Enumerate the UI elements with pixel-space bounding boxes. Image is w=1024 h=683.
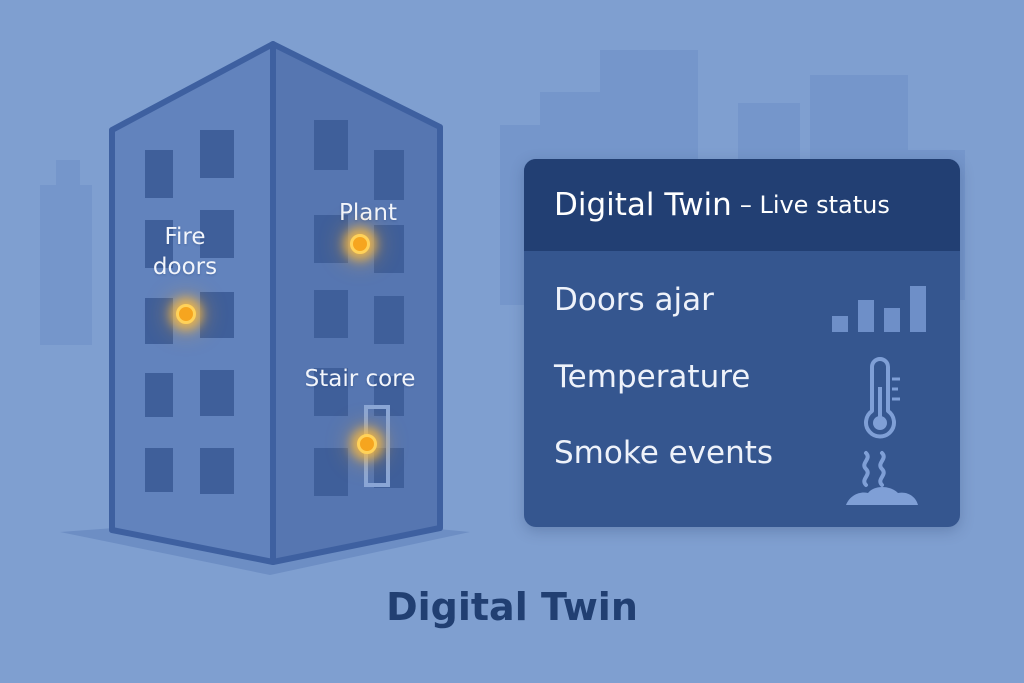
left-windows — [145, 130, 234, 494]
row-doors-ajar: Doors ajar — [554, 282, 714, 318]
label-fire-doors: Fire doors — [152, 224, 218, 280]
label-stair-core: Stair core — [304, 366, 416, 392]
building-right-face — [270, 41, 443, 565]
panel-title: Digital Twin — [554, 187, 732, 223]
bar-chart-icon — [832, 286, 926, 332]
sensor-plant — [350, 234, 370, 254]
sensor-fire-doors — [176, 304, 196, 324]
smoke-icon — [846, 451, 918, 505]
caption: Digital Twin — [386, 585, 638, 629]
panel-header: Digital Twin – Live status — [524, 159, 960, 251]
building-left-face — [109, 41, 276, 565]
row-temperature: Temperature — [554, 359, 751, 395]
sensor-stair-core — [357, 434, 377, 454]
live-status-panel: Digital Twin – Live status Doors ajar Te… — [524, 159, 960, 527]
label-plant: Plant — [339, 200, 397, 226]
panel-subtitle: – Live status — [739, 191, 890, 219]
row-smoke-events: Smoke events — [554, 435, 774, 471]
thermometer-icon — [864, 357, 900, 439]
